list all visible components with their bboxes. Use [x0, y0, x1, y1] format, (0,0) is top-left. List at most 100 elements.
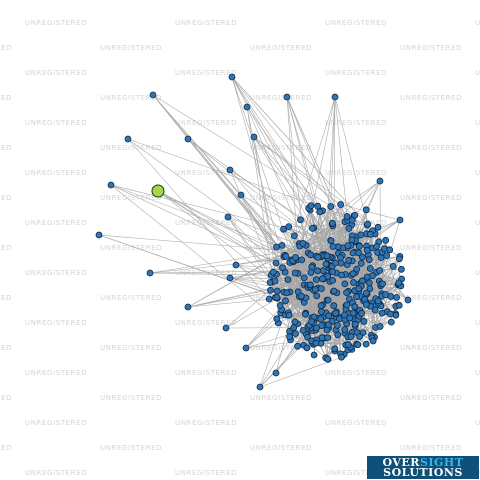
- graph-node: [337, 254, 344, 262]
- edge: [157, 190, 371, 307]
- graph-node: [307, 269, 315, 276]
- graph-node: [283, 93, 291, 101]
- edge: [235, 255, 285, 266]
- watermark-text: UNREGISTERED: [25, 169, 87, 177]
- watermark-text: UNREGISTERED: [0, 194, 12, 202]
- edge: [330, 206, 353, 262]
- watermark-text: UNREGISTERED: [100, 44, 162, 52]
- graph-node: [308, 224, 316, 232]
- graph-node: [285, 223, 293, 231]
- graph-node: [313, 292, 321, 300]
- graph-node: [374, 297, 382, 305]
- graph-node: [366, 230, 374, 238]
- graph-node: [347, 333, 355, 341]
- graph-node: [334, 331, 342, 339]
- edge: [110, 184, 381, 285]
- edge: [229, 169, 355, 321]
- graph-node: [349, 270, 357, 278]
- watermark-text: UNREGISTERED: [25, 69, 87, 77]
- edge: [149, 240, 356, 274]
- graph-node: [317, 302, 325, 310]
- graph-node: [337, 201, 345, 208]
- watermark-text: UNREGISTERED: [175, 319, 237, 327]
- graph-node: [349, 309, 357, 317]
- graph-node: [333, 321, 341, 329]
- graph-node: [392, 311, 400, 319]
- graph-node: [256, 383, 264, 391]
- graph-node: [222, 324, 230, 332]
- watermark-text: UNREGISTERED: [25, 369, 87, 377]
- graph-node: [343, 289, 351, 297]
- graph-node: [341, 311, 348, 319]
- graph-node: [285, 311, 293, 319]
- graph-node: [314, 253, 322, 261]
- edge: [286, 96, 357, 270]
- graph-node: [317, 315, 325, 323]
- edge: [253, 136, 355, 216]
- edge: [240, 194, 299, 292]
- graph-node: [362, 289, 370, 297]
- graph-node: [291, 269, 299, 277]
- graph-node: [232, 261, 240, 269]
- graph-node: [364, 220, 372, 228]
- graph-node: [242, 344, 250, 352]
- watermark-text: UNREGISTERED: [0, 244, 12, 252]
- graph-node: [310, 351, 318, 359]
- graph-node: [389, 262, 397, 270]
- graph-node: [332, 309, 340, 317]
- graph-node: [146, 269, 154, 277]
- watermark-text: UNREGISTERED: [0, 144, 12, 152]
- edge: [340, 204, 401, 221]
- watermark-text: UNREGISTERED: [25, 419, 87, 427]
- oversight-solutions-logo: OVERSIGHT SOLUTIONS: [367, 456, 479, 479]
- graph-node: [404, 296, 412, 304]
- edge: [285, 96, 336, 257]
- watermark-text: UNREGISTERED: [400, 244, 462, 252]
- graph-node: [286, 333, 294, 341]
- graph-node: [317, 308, 325, 316]
- watermark-text: UNREGISTERED: [175, 469, 237, 477]
- graph-node: [280, 225, 288, 233]
- watermark-text: UNREGISTERED: [100, 94, 162, 102]
- watermark-text: UNREGISTERED: [25, 219, 87, 227]
- watermark-text: UNREGISTERED: [175, 419, 237, 427]
- watermark-text: UNREGISTERED: [325, 19, 387, 27]
- graph-node: [313, 324, 320, 332]
- edge: [276, 284, 400, 320]
- graph-node: [308, 263, 316, 271]
- graph-node: [329, 268, 337, 276]
- watermark-text: UNREGISTERED: [175, 269, 237, 277]
- graph-node: [343, 301, 351, 309]
- graph-node: [267, 286, 274, 294]
- edge: [286, 96, 379, 304]
- watermark-text: UNREGISTERED: [400, 394, 462, 402]
- graph-node: [330, 287, 338, 295]
- graph-node: [373, 243, 381, 250]
- watermark-text: UNREGISTERED: [250, 444, 312, 452]
- graph-node: [272, 259, 280, 267]
- graph-node: [237, 191, 245, 199]
- graph-node: [184, 135, 192, 143]
- graph-node: [349, 249, 357, 257]
- graph-node: [386, 246, 394, 254]
- graph-node: [328, 219, 336, 227]
- graph-node: [292, 253, 299, 261]
- graph-node: [351, 320, 359, 328]
- graph-node: [362, 206, 370, 214]
- graph-node: [300, 274, 308, 282]
- graph-node: [298, 256, 306, 264]
- watermark-text: UNREGISTERED: [400, 194, 462, 202]
- graph-node: [354, 341, 362, 349]
- edge: [313, 180, 381, 229]
- edge: [334, 96, 386, 295]
- watermark-text: UNREGISTERED: [325, 369, 387, 377]
- graph-node: [365, 256, 373, 264]
- graph-node: [357, 259, 365, 267]
- watermark-text: UNREGISTERED: [250, 194, 312, 202]
- graph-node: [273, 293, 281, 301]
- graph-node: [226, 166, 234, 174]
- focus-node: [151, 184, 165, 198]
- graph-node: [272, 243, 280, 251]
- watermark-text: UNREGISTERED: [475, 19, 480, 27]
- graph-node: [307, 202, 315, 210]
